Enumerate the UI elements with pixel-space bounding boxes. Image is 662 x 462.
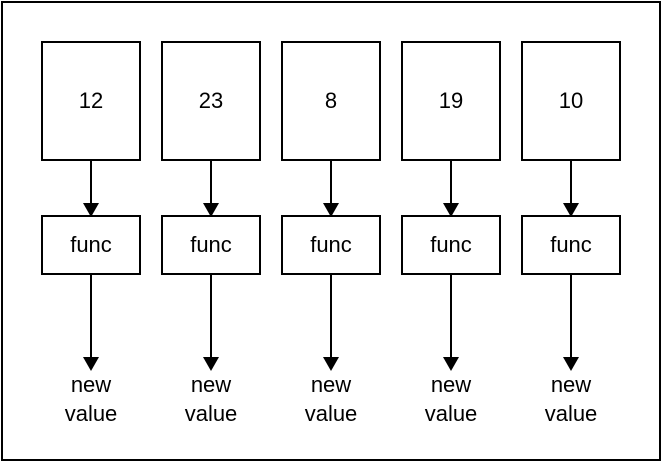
- column-1: 12 func new value: [41, 0, 141, 462]
- column-3: 8 func new value: [281, 0, 381, 462]
- value-box: 8: [281, 41, 381, 161]
- arrow-down-icon: [83, 159, 99, 217]
- arrow-down-icon: [443, 273, 459, 371]
- output-line-2: value: [304, 401, 358, 426]
- func-box: func: [161, 215, 261, 275]
- output-line-1: new: [190, 372, 232, 397]
- arrow-down-icon: [203, 273, 219, 371]
- value-box: 19: [401, 41, 501, 161]
- arrow-down-icon: [83, 273, 99, 371]
- output-label: new value: [401, 370, 501, 428]
- arrow-down-icon: [323, 273, 339, 371]
- output-line-1: new: [430, 372, 472, 397]
- value-box: 10: [521, 41, 621, 161]
- column-5: 10 func new value: [521, 0, 621, 462]
- value-box: 12: [41, 41, 141, 161]
- column-2: 23 func new value: [161, 0, 261, 462]
- arrow-down-icon: [203, 159, 219, 217]
- value-box: 23: [161, 41, 261, 161]
- func-box: func: [521, 215, 621, 275]
- func-box: func: [41, 215, 141, 275]
- output-line-1: new: [310, 372, 352, 397]
- output-label: new value: [521, 370, 621, 428]
- output-line-2: value: [424, 401, 478, 426]
- output-line-2: value: [64, 401, 118, 426]
- func-box: func: [281, 215, 381, 275]
- arrow-down-icon: [563, 273, 579, 371]
- arrow-down-icon: [323, 159, 339, 217]
- arrow-down-icon: [443, 159, 459, 217]
- output-label: new value: [281, 370, 381, 428]
- output-label: new value: [161, 370, 261, 428]
- output-line-2: value: [544, 401, 598, 426]
- output-line-2: value: [184, 401, 238, 426]
- arrow-down-icon: [563, 159, 579, 217]
- column-4: 19 func new value: [401, 0, 501, 462]
- func-box: func: [401, 215, 501, 275]
- output-line-1: new: [550, 372, 592, 397]
- output-line-1: new: [70, 372, 112, 397]
- output-label: new value: [41, 370, 141, 428]
